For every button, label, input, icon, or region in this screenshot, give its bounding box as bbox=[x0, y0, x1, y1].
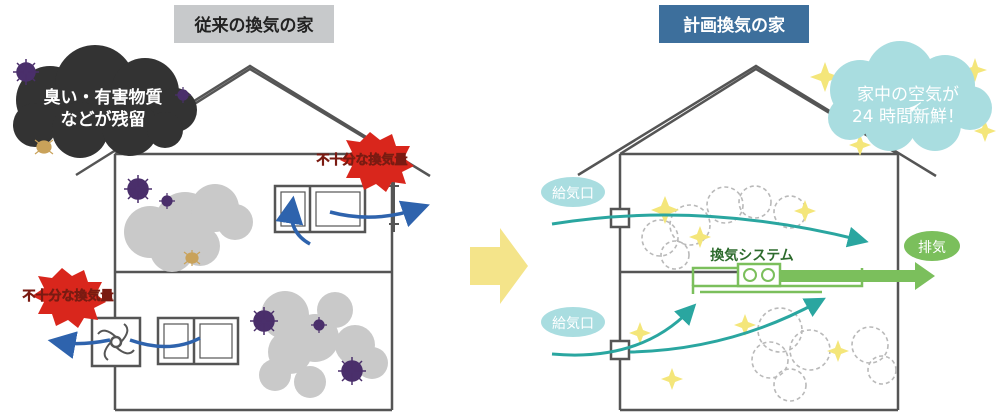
insufficient-burst-bottom: 不十分な換気量 bbox=[22, 268, 114, 328]
left-title: 従来の換気の家 bbox=[194, 15, 314, 36]
insufficient-burst-top: 不十分な換気量 bbox=[316, 132, 414, 192]
left-title-box bbox=[174, 5, 334, 43]
fresh-air-text-line1: 家中の空気が bbox=[857, 85, 959, 105]
smog-cloud-lower bbox=[259, 291, 388, 398]
transition-arrow bbox=[470, 228, 528, 304]
airflow-arrow bbox=[129, 336, 201, 349]
exhaust-arrow bbox=[780, 262, 935, 290]
airflow-arrow bbox=[629, 297, 826, 354]
airflow-arrow bbox=[275, 195, 311, 246]
right-title-box bbox=[659, 5, 809, 43]
exhaust-pill bbox=[904, 231, 960, 261]
burst-text-top: 不十分な換気量 bbox=[316, 152, 407, 168]
residue-text-line2: などが残留 bbox=[61, 109, 146, 130]
residue-text-line1: 臭い・有害物質 bbox=[44, 87, 163, 108]
inlet-pill-top bbox=[541, 177, 605, 207]
inlet-label-bottom: 給気口 bbox=[552, 316, 594, 332]
right-panel: 計画換気の家 bbox=[541, 5, 996, 412]
airflow-arrow bbox=[551, 303, 697, 357]
mite-icon bbox=[183, 250, 201, 266]
clean-cloud-upper bbox=[641, 185, 807, 270]
lower-window bbox=[156, 316, 240, 366]
mite-icon bbox=[34, 139, 54, 155]
airflow-arrow bbox=[47, 331, 111, 359]
upper-window bbox=[273, 184, 367, 234]
virus-icon bbox=[124, 175, 152, 203]
burst-text-bottom: 不十分な換気量 bbox=[22, 288, 113, 304]
virus-icon bbox=[13, 59, 39, 85]
fresh-air-text-line2: 24 時間新鮮！ bbox=[852, 107, 964, 127]
inlet-pill-bottom bbox=[541, 307, 605, 337]
right-title: 計画換気の家 bbox=[683, 15, 785, 36]
left-panel: 従来の換気の家 bbox=[13, 5, 431, 412]
exhaust-label: 排気 bbox=[918, 240, 946, 256]
virus-icon bbox=[159, 193, 175, 209]
virus-icon bbox=[175, 87, 191, 103]
smog-cloud-upper bbox=[124, 184, 253, 272]
inlet-label-top: 給気口 bbox=[552, 186, 594, 202]
virus-icon bbox=[250, 307, 278, 335]
virus-icon bbox=[311, 317, 327, 333]
airflow-arrow bbox=[551, 213, 869, 248]
virus-icon bbox=[338, 357, 366, 385]
sparkle-icon bbox=[629, 58, 996, 390]
fresh-air-bubble bbox=[828, 41, 992, 151]
system-label: 換気システム bbox=[710, 247, 794, 264]
residue-cloud bbox=[13, 45, 197, 158]
airflow-arrow bbox=[329, 200, 430, 228]
wall-vent bbox=[389, 178, 399, 232]
